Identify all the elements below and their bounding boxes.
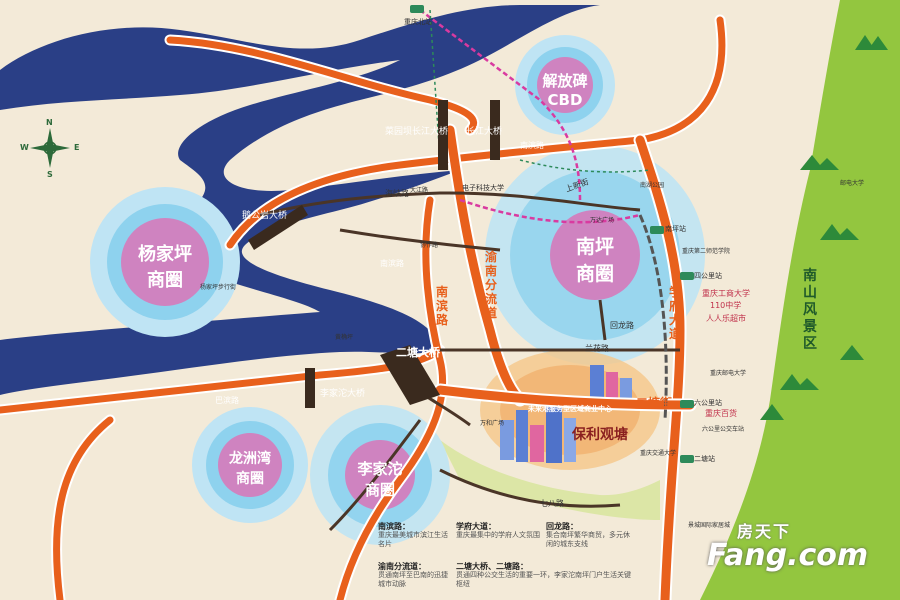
compass-s: S [47, 170, 53, 179]
district-label-jiefangbei: 解放碑 CBD [542, 72, 588, 109]
poi-chongqing-jiaotong: 重庆交通大学 [640, 450, 677, 457]
poi-chongqing-university: 重庆邮电大学 [710, 370, 747, 377]
bridge-label-caiyuanba: 菜园坝长江大桥 [385, 127, 449, 137]
mountain-icons [760, 35, 888, 420]
road-label-ertangjie: 二塘街 [636, 396, 673, 410]
poi-chongqing-normal: 重庆第二师范学院 [682, 248, 731, 255]
watermark-top: 房天下 [737, 522, 792, 541]
road-label-nanbin-top: 南滨路 [520, 141, 544, 150]
poi-wanda: 万达广场 [590, 217, 615, 224]
legend-ertang-title: 二塘大桥、二塘路： [456, 562, 528, 571]
road-label-nanbin-left: 南滨路 [380, 259, 404, 268]
bridges [248, 100, 500, 408]
legend-yunan-desc: 贯通南坪至巴南的迅捷城市动脉 [378, 571, 448, 588]
fang-watermark: 房天下 Fang.com [707, 510, 882, 590]
legend-nanbin-desc: 重庆最美城市滨江生活名片 [378, 531, 448, 548]
road-label-balin: 巴滨路 [215, 396, 239, 405]
district-label-lijiatuo: 李家沱 商圈 [357, 460, 403, 499]
road-label-qibali: 七八路 [540, 499, 564, 508]
station-sigongli: 四公里站 [694, 272, 722, 280]
bridge-label-egongyan: 鹅公岩大桥 [242, 211, 288, 221]
poi-nanping-garden: 南湖公园 [640, 182, 665, 189]
road-label-yunan: 渝 南 分 流 道 [484, 250, 497, 320]
bridge-label-lijiatuo: 李家沱大桥 [320, 389, 366, 399]
yangtze-river [0, 5, 600, 395]
legend-yunan-title: 渝南分流道： [378, 562, 426, 571]
district-label-longzhouwan: 龙洲湾 商圈 [229, 451, 271, 487]
watermark-bottom: Fang.com [707, 538, 869, 573]
poi-youdian: 邮电大学 [840, 180, 865, 187]
legend-xuefu-desc: 重庆最集中的学府人文氛围 [456, 531, 540, 539]
road-legend: 南滨路： 重庆最美城市滨江生活名片 学府大道： 重庆最集中的学府人文氛围 回龙路… [378, 522, 636, 598]
district-circles [90, 35, 705, 545]
poi-renrenle: 人人乐超市 [706, 314, 746, 323]
project-subtitle: 未来港服务型区域商业中心 [528, 405, 612, 413]
green-park-area [440, 440, 660, 520]
poi-chongqing-yidu: 重庆百货 [705, 409, 737, 418]
rail-line [638, 214, 668, 421]
poi-yangjiaping-walk: 杨家坪步行街 [200, 284, 237, 291]
poi-liugongli-bus: 六公里公交车站 [702, 426, 745, 433]
legend-huilong-title: 回龙路： [546, 522, 578, 531]
poi-chongqing-tech: 重庆工商大学 [702, 289, 750, 298]
poi-electronic-tech: 电子科技大学 [462, 184, 504, 192]
legend-xuefu-title: 学府大道： [456, 522, 496, 531]
legend-huilong-desc: 集合南坪繁华商贸，多元休闲的城东支线 [546, 531, 630, 548]
road-label-nanbin-vert: 南 滨 路 [435, 285, 448, 327]
scenic-label-nanshan: 南 山 风 景 区 [803, 268, 817, 352]
legend-ertang-desc: 贯通四种公交生活的重要一环，李家沱南坪门户生活关键枢纽 [456, 571, 631, 588]
bridge-label-changjiang: 长江大桥 [466, 127, 503, 137]
nanshan-scenic-band [700, 0, 900, 600]
district-label-nanping: 南坪 商圈 [575, 236, 614, 285]
station-chongqing-north: 重庆北站 [404, 18, 432, 26]
poi-huangjueping: 黄桷坪 [335, 334, 354, 341]
station-liugongli: 六公里站 [694, 399, 722, 407]
legend-nanbin-title: 南滨路： [378, 522, 410, 531]
road-label-haixia: 海峡路 [385, 189, 409, 198]
poi-wanhe: 万和广场 [480, 420, 505, 427]
road-label-lanhua: 兰花路 [585, 344, 609, 353]
poi-jingcheng: 景城国际家居城 [688, 522, 731, 529]
project-name: 保利观塘 [572, 427, 628, 443]
poi-school110: 110中学 [710, 301, 742, 310]
local-roads [259, 191, 680, 532]
poi-xiezuo: 协作路 [420, 242, 439, 249]
compass-w: W [20, 143, 29, 152]
metro-line-2 [459, 198, 641, 224]
metro-line [419, 8, 582, 201]
compass-n: N [46, 118, 53, 127]
station-erba: 二塘站 [694, 455, 715, 463]
station-markers [410, 5, 694, 463]
bridge-label-ertang: 二塘大桥 [396, 346, 440, 359]
compass-e: E [74, 143, 80, 152]
poi-dajiang: 大江路 [410, 187, 429, 194]
station-nanping: 南坪站 [665, 225, 686, 233]
district-label-yangjiaping: 杨家坪 商圈 [138, 244, 192, 291]
road-label-xuefu: 学 府 大 道 [668, 285, 681, 341]
compass [30, 128, 70, 168]
road-label-huilong: 回龙路 [610, 321, 634, 330]
